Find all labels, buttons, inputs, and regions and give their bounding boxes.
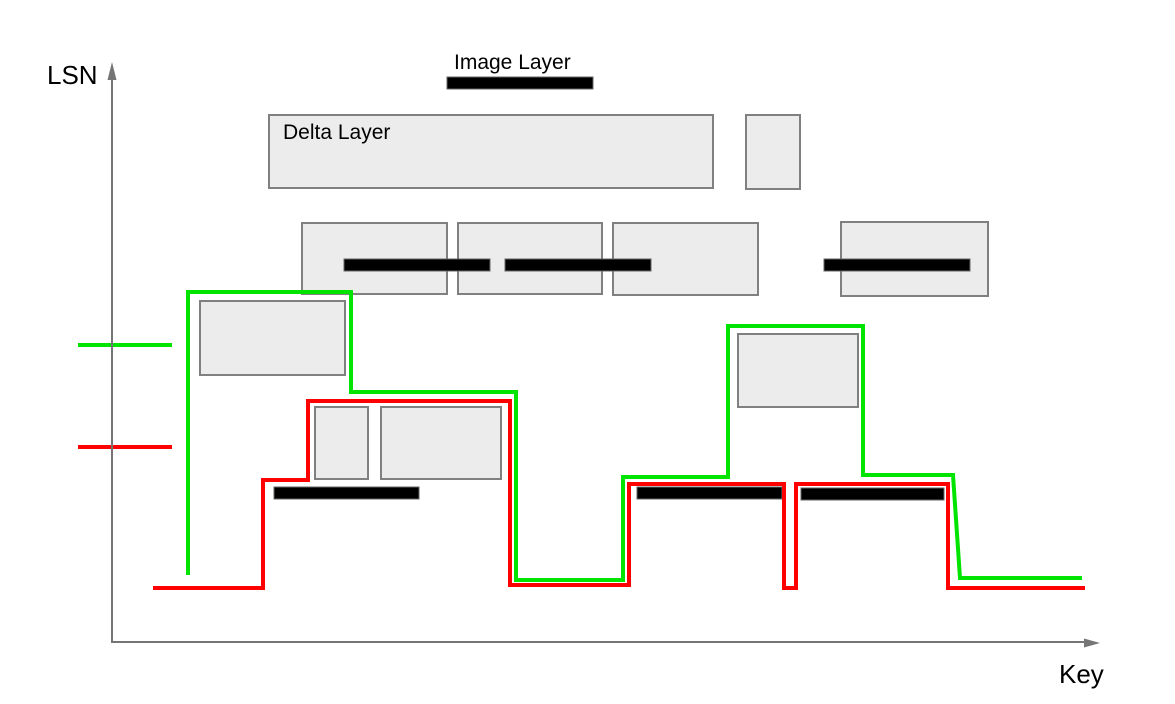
delta-layer-box: [745, 114, 801, 190]
delta-layer-box: [268, 114, 714, 189]
x-axis-arrow: [1084, 638, 1100, 648]
delta-layer-box: [737, 333, 859, 408]
image-layer-bar: [343, 258, 491, 272]
image-layer-bar: [504, 258, 652, 272]
lsn-axis-label: LSN: [47, 60, 98, 90]
delta-layer-box: [380, 406, 502, 480]
image-layer-bar: [800, 487, 945, 501]
y-axis-arrow: [107, 62, 117, 80]
image-layer-label: Image Layer: [454, 51, 571, 74]
image-layer-bar: [446, 76, 594, 90]
green-step-line: [186, 290, 1082, 582]
image-layer-bar: [823, 258, 971, 272]
key-axis-label: Key: [1059, 659, 1104, 689]
image-layer-bar: [636, 486, 783, 500]
red-step-line: [153, 399, 1085, 590]
image-layer-bar: [273, 486, 420, 500]
delta-layer-box: [314, 406, 369, 480]
delta-layer-label: Delta Layer: [283, 121, 391, 144]
delta-layer-box: [199, 300, 346, 376]
